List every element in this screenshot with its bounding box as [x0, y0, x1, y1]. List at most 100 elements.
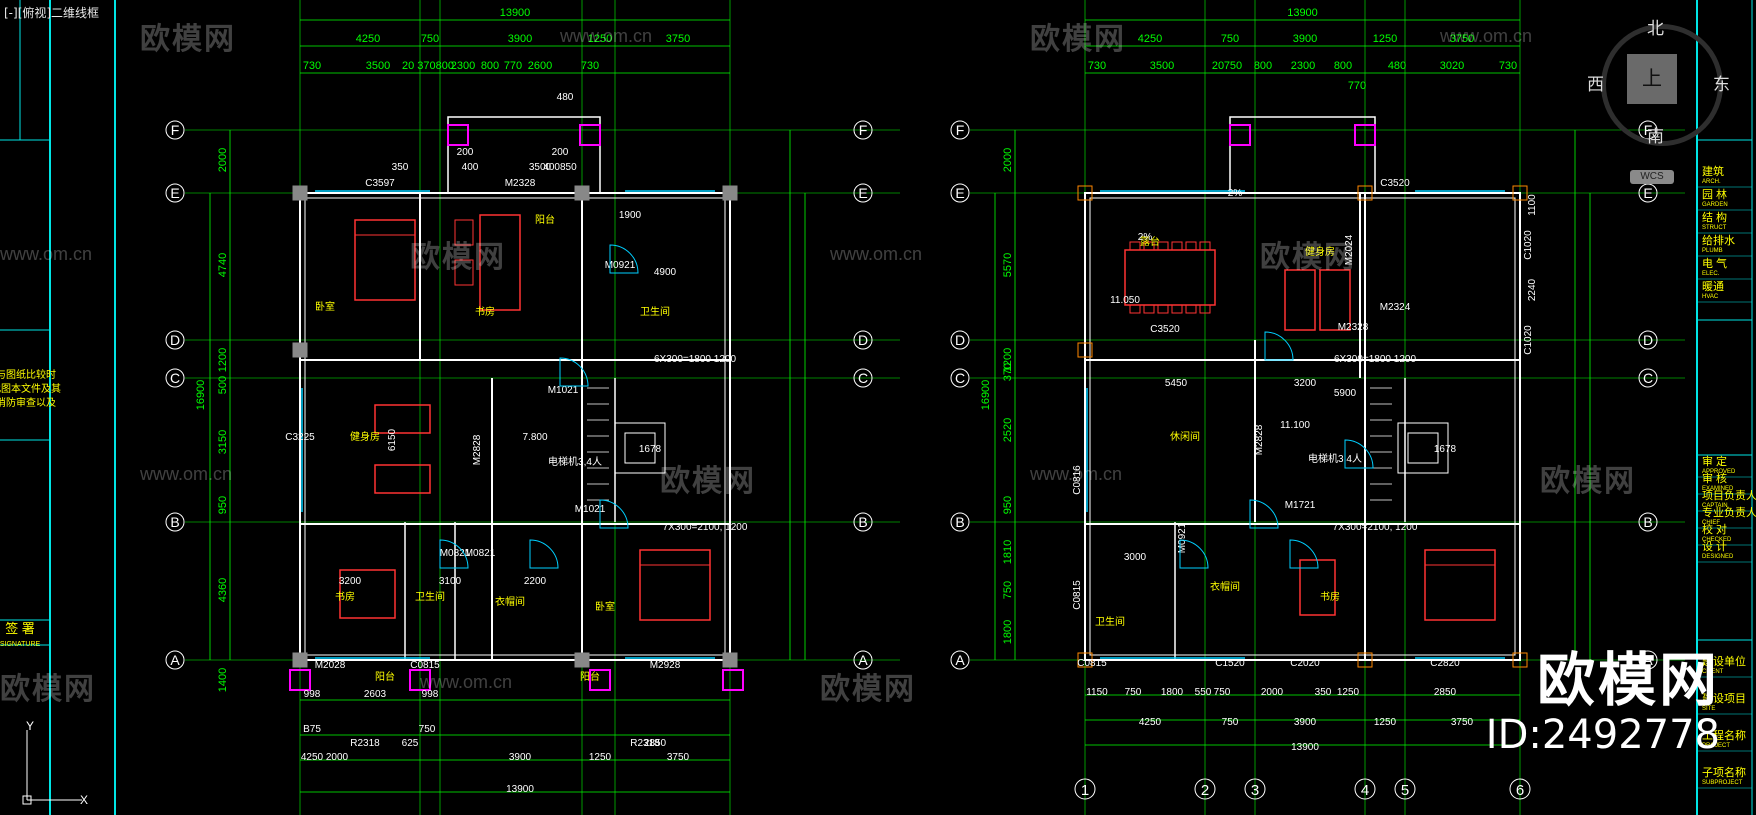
wcs-menu[interactable]: WCS: [1630, 170, 1674, 184]
annotation-label: 1900: [619, 210, 642, 221]
model-id: ID:2492778: [1485, 712, 1720, 758]
column-icon: [589, 669, 611, 691]
axis-label-e: E: [955, 185, 964, 201]
dim-text: 2600: [528, 60, 552, 72]
annotation-label: C3520: [1150, 324, 1180, 335]
title-block-label-en: HVAC: [1702, 294, 1719, 300]
annotation-label: 4900: [654, 267, 677, 278]
room-label: 健身房: [350, 430, 380, 443]
annotation-label: 7X300=2100, 1200: [663, 522, 748, 533]
axis-label-c: C: [1643, 370, 1653, 386]
axis-bubble-icon: [165, 330, 185, 350]
door-swing-icon: [1289, 539, 1319, 569]
compass-ring-icon[interactable]: [1601, 24, 1723, 146]
room-label: 阳台: [375, 670, 395, 683]
dim-text: 730: [1088, 60, 1106, 72]
column-icon: [1512, 185, 1528, 201]
dim-text: 750: [1002, 581, 1014, 599]
annotation-label: 2000: [326, 752, 349, 763]
title-block-label: 建设单位: [1702, 654, 1746, 668]
title-block-label: 工程名称: [1702, 728, 1746, 742]
door-swing-icon: [609, 244, 639, 274]
dim-text: 3500: [1150, 60, 1174, 72]
title-block-label-en: DESIGNED: [1702, 554, 1734, 560]
dim-text: 3020: [1440, 60, 1464, 72]
annotation-label: 1678: [639, 444, 662, 455]
viewport-label[interactable]: [-][俯视]二维线框: [4, 6, 100, 20]
room-label: 阳台: [580, 670, 600, 683]
dim-text: 16900: [980, 380, 992, 411]
column-icon: [1512, 652, 1528, 668]
axis-bubble-icon: [1394, 778, 1416, 800]
room-label: 卧室: [595, 600, 615, 613]
dim-text: 2300: [451, 60, 475, 72]
axis-bubble-icon: [1244, 778, 1266, 800]
brand-logo-text: 欧模网: [1536, 646, 1720, 714]
annotation-label: 750: [419, 724, 436, 735]
axis-bubble-icon: [1638, 368, 1658, 388]
compass-south[interactable]: 南: [1647, 127, 1664, 146]
compass-east[interactable]: 东: [1713, 75, 1730, 94]
title-block-label: 审 核: [1702, 471, 1727, 485]
dim-text: 370: [1002, 363, 1014, 381]
dim-text: 1200: [217, 348, 229, 372]
dim-text: 3150: [217, 430, 229, 454]
axis-bubble-icon: [165, 650, 185, 670]
annotation-label: 2603: [364, 689, 387, 700]
annotation-label: C1520: [1215, 658, 1245, 669]
axis-bubble-icon: [853, 650, 873, 670]
annotation-label: 2200: [524, 576, 547, 587]
bed-pillow-icon: [639, 549, 711, 566]
dim-text: 3900: [1293, 33, 1317, 45]
annotation-label: 电梯机3,4人: [548, 455, 602, 468]
annotation-label: 3000: [1124, 552, 1147, 563]
axis-bubble-icon: [165, 368, 185, 388]
axis-label-5: 5: [1401, 782, 1409, 799]
annotation-label: 1250: [1337, 687, 1360, 698]
annotation-label: 4250: [1139, 717, 1162, 728]
annotation-label: 13900: [506, 784, 534, 795]
dim-text: 1200: [1002, 348, 1014, 372]
annotation-label: 1150: [1086, 687, 1108, 698]
dim-text: 730: [303, 60, 321, 72]
annotation-label: M2828: [1254, 424, 1265, 455]
annotation-label: 7.800: [522, 432, 547, 443]
title-block-label-en: STRUCT: [1702, 225, 1727, 231]
room-label: 休闲间: [1170, 430, 1200, 443]
room-label: 卫生间: [1095, 615, 1125, 628]
watermark-url: www.om.cn: [1030, 464, 1123, 484]
axis-bubble-icon: [950, 120, 970, 140]
dim-text: 3500: [366, 60, 390, 72]
axis-label-6: 6: [1516, 782, 1524, 799]
annotation-label: M2328: [505, 178, 536, 189]
title-block-label: 暖通: [1702, 280, 1724, 293]
compass-west[interactable]: 西: [1587, 75, 1604, 94]
axis-bubble-icon: [950, 330, 970, 350]
annotation-label: 400: [462, 162, 479, 173]
axis-bubble-icon: [1638, 183, 1658, 203]
annotation-label: 3750: [667, 752, 690, 763]
viewcube[interactable]: 北 南 西 东 上: [1587, 14, 1747, 146]
title-block-label-en: ELEC.: [1702, 271, 1720, 277]
annotation-label: 3900: [509, 752, 532, 763]
viewcube-top-face[interactable]: 上: [1627, 54, 1677, 104]
axis-bubble-icon: [950, 512, 970, 532]
annotation-label: 480: [557, 92, 574, 103]
axis-label-a: A: [858, 652, 868, 668]
annotation-label: 350: [1315, 687, 1332, 698]
annotation-label: 2850: [644, 738, 667, 749]
annotation-label: 1100: [1527, 194, 1538, 216]
desk-icon: [339, 569, 396, 619]
column-icon: [409, 669, 431, 691]
chair-icon: [1157, 241, 1169, 251]
compass-north[interactable]: 北: [1647, 19, 1664, 38]
axis-label-c: C: [170, 370, 180, 386]
axis-label-2: 2: [1201, 782, 1209, 799]
dim-text: 4250: [1138, 33, 1162, 45]
column-icon: [1077, 652, 1093, 668]
axis-label-a: A: [1643, 652, 1653, 668]
chair-icon: [1171, 304, 1183, 314]
annotation-label: 400850: [543, 162, 577, 173]
column-icon: [1077, 342, 1093, 358]
